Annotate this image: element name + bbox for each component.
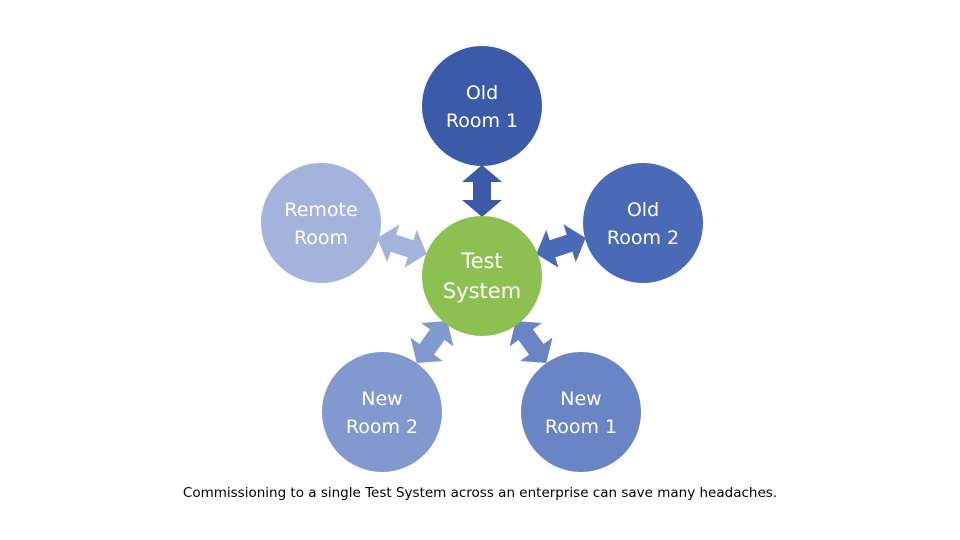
node-old-room-2: Old Room 2	[583, 163, 703, 283]
node-test-system: Test System	[422, 216, 542, 336]
svg-text:New: New	[560, 388, 601, 410]
svg-text:Room 2: Room 2	[607, 227, 679, 249]
svg-text:Room: Room	[294, 227, 348, 249]
svg-text:New: New	[361, 388, 402, 410]
node-old-room-1-line1: Old	[466, 82, 498, 104]
arrow-center-old-room-2	[536, 224, 586, 268]
diagram-caption: Commissioning to a single Test System ac…	[182, 485, 778, 501]
arrow-center-old-room-1	[462, 165, 502, 217]
node-new-room-2-line1: New	[361, 388, 402, 410]
node-remote-room-line1: Remote	[284, 199, 357, 221]
svg-text:Old: Old	[466, 82, 498, 104]
svg-text:Room 2: Room 2	[346, 416, 418, 438]
arrow-center-new-room-1	[509, 320, 553, 364]
node-new-room-2-line2: Room 2	[346, 416, 418, 438]
node-old-room-1-line2: Room 1	[446, 110, 518, 132]
node-test-system-line2: System	[443, 279, 521, 303]
node-new-room-2: New Room 2	[322, 352, 442, 472]
svg-text:Remote: Remote	[284, 199, 357, 221]
node-remote-room: Remote Room	[261, 163, 381, 283]
node-new-room-1-line1: New	[560, 388, 601, 410]
node-remote-room-line2: Room	[294, 227, 348, 249]
node-old-room-2-line1: Old	[627, 199, 659, 221]
arrow-center-remote-room	[377, 224, 427, 268]
svg-text:Room 1: Room 1	[545, 416, 617, 438]
node-test-system-line1: Test	[460, 249, 502, 273]
node-new-room-1: New Room 1	[521, 352, 641, 472]
svg-text:Room 1: Room 1	[446, 110, 518, 132]
arrow-center-new-room-2	[410, 320, 454, 364]
svg-text:Old: Old	[627, 199, 659, 221]
svg-text:System: System	[443, 279, 521, 303]
node-old-room-2-line2: Room 2	[607, 227, 679, 249]
node-new-room-1-line2: Room 1	[545, 416, 617, 438]
node-old-room-1: Old Room 1	[422, 46, 542, 166]
svg-text:Test: Test	[460, 249, 502, 273]
